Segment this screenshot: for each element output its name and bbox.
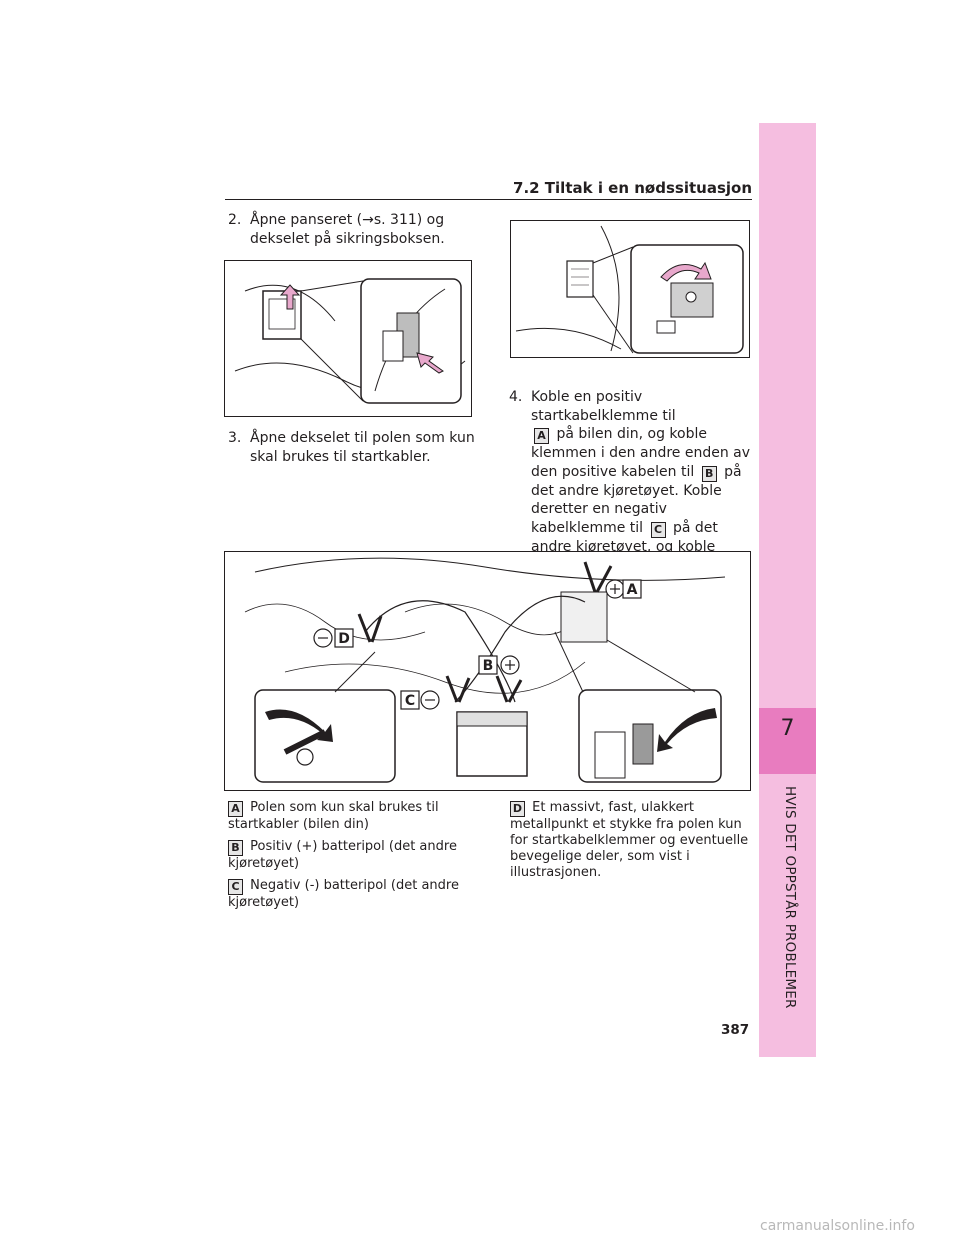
legend-left: A Polen som kun skal brukes til startkab…	[228, 800, 478, 917]
legend-key-a: A	[228, 801, 243, 817]
legend-text-d: Et massivt, fast, ulakkert metallpunkt e…	[510, 800, 749, 880]
key-badge-b: B	[701, 465, 717, 482]
step-3-number: 3.	[228, 430, 242, 446]
legend-key-c: C	[228, 879, 243, 895]
legend-key-b: B	[228, 840, 243, 856]
step-2-number: 2.	[228, 212, 242, 228]
header-rule	[225, 199, 752, 200]
chapter-number: 7	[780, 716, 795, 741]
legend-text-b: Positiv (+) batteripol (det andre kjøret…	[228, 839, 457, 871]
legend-item-a: A Polen som kun skal brukes til startkab…	[228, 800, 478, 833]
section-header: 7.2 Tiltak i en nødssituasjon	[513, 179, 752, 197]
step-2: 2. Åpne panseret (→s. 311) og dekselet p…	[228, 211, 478, 248]
figure-label-b: B	[483, 658, 494, 674]
chapter-number-tab	[759, 708, 816, 774]
step-3: 3. Åpne dekselet til polen som kun skal …	[228, 429, 488, 466]
legend-item-c: C Negativ (-) batteripol (det andre kjør…	[228, 878, 478, 911]
legend-text-c: Negativ (-) batteripol (det andre kjøret…	[228, 878, 459, 910]
legend-key-d: D	[510, 801, 525, 817]
step-2-text: Åpne panseret (→s. 311) og dekselet på s…	[250, 212, 445, 247]
figure-fuse-box	[224, 260, 472, 417]
step-4-number: 4.	[509, 389, 523, 405]
legend-item-b: B Positiv (+) batteripol (det andre kjør…	[228, 839, 478, 872]
figure-label-c: C	[405, 693, 415, 709]
step-3-text: Åpne dekselet til polen som kun skal bru…	[250, 430, 475, 465]
legend-text-a: Polen som kun skal brukes til startkable…	[228, 800, 439, 832]
figure-label-d: D	[338, 631, 350, 647]
key-badge-a: A	[534, 428, 549, 444]
figure-jump-start: A D B C	[224, 551, 751, 791]
chapter-side-tab	[759, 123, 816, 1057]
step-4-part-2: på bilen din, og koble klemmen i den and…	[531, 426, 751, 480]
step-4-part-1: Koble en positiv startkabelklemme til	[531, 389, 676, 424]
key-badge-c: C	[650, 521, 666, 538]
page-number: 387	[721, 1022, 750, 1038]
figure-label-a: A	[627, 582, 638, 598]
chapter-title: HVIS DET OPPSTÅR PROBLEMER	[782, 786, 798, 1009]
figure-terminal-cover	[510, 220, 750, 358]
watermark: carmanualsonline.info	[760, 1218, 915, 1234]
legend-item-d: D Et massivt, fast, ulakkert metallpunkt…	[510, 800, 750, 881]
step-4-part-3: på det andre kjøretøyet. Koble deretter …	[531, 463, 742, 536]
legend-right: D Et massivt, fast, ulakkert metallpunkt…	[510, 800, 750, 887]
